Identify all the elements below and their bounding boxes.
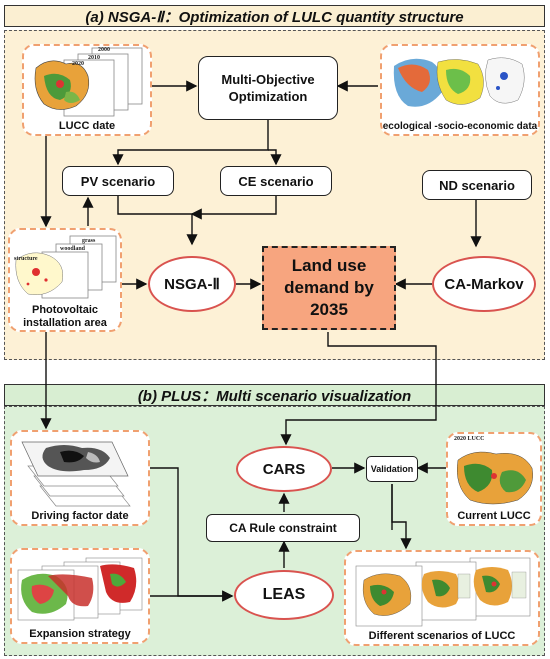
scenarios-caption: Different scenarios of LUCC bbox=[368, 630, 516, 642]
driving-factor-caption: Driving factor date bbox=[31, 510, 129, 522]
pv-map-stack bbox=[15, 235, 117, 299]
leas-ellipse: LEAS bbox=[234, 570, 334, 620]
expansion-strategy-caption: Expansion strategy bbox=[29, 628, 131, 640]
current-lucc-caption: Current LUCC bbox=[457, 510, 531, 522]
nd-scenario-box: ND scenario bbox=[422, 170, 532, 200]
ca-rule-box: CA Rule constraint bbox=[206, 514, 360, 542]
layer-grass: grass bbox=[82, 238, 96, 244]
layer-woodland: woodland bbox=[60, 246, 86, 252]
year-2020: 2020 bbox=[72, 61, 84, 67]
panel-a-title: (a) NSGA-Ⅱ：Optimization of LULC quantity… bbox=[4, 5, 545, 27]
pv-area-caption: Photovoltaic installation area bbox=[23, 304, 107, 329]
pv-scenario-box: PV scenario bbox=[62, 166, 174, 196]
driving-factor-stack bbox=[21, 441, 131, 507]
eco-data-caption: ecological -socio-economic data bbox=[382, 121, 538, 132]
expansion-map-stack bbox=[17, 557, 143, 621]
lucc-date-caption: LUCC date bbox=[58, 120, 116, 132]
land-use-demand-box: Land use demand by 2035 bbox=[262, 246, 396, 330]
scenarios-map-stack bbox=[355, 557, 531, 627]
nsga-ellipse: NSGA-Ⅱ bbox=[148, 256, 236, 312]
current-lucc-map bbox=[457, 451, 533, 505]
moo-box: Multi-Objective Optimization bbox=[198, 56, 338, 120]
ca-markov-ellipse: CA-Markov bbox=[432, 256, 536, 312]
validation-box: Validation bbox=[366, 456, 418, 482]
layer-structure: structure bbox=[14, 256, 38, 262]
cars-ellipse: CARS bbox=[236, 446, 332, 492]
ce-scenario-box: CE scenario bbox=[220, 166, 332, 196]
lucc-map-stack bbox=[34, 47, 143, 117]
current-lucc-map-title: 2020 LUCC bbox=[454, 436, 485, 442]
eco-map-stack bbox=[393, 57, 525, 107]
year-2000: 2000 bbox=[98, 47, 110, 53]
panel-b-title: (b) PLUS：Multi scenario visualization bbox=[4, 384, 545, 406]
year-2010: 2010 bbox=[88, 55, 100, 61]
